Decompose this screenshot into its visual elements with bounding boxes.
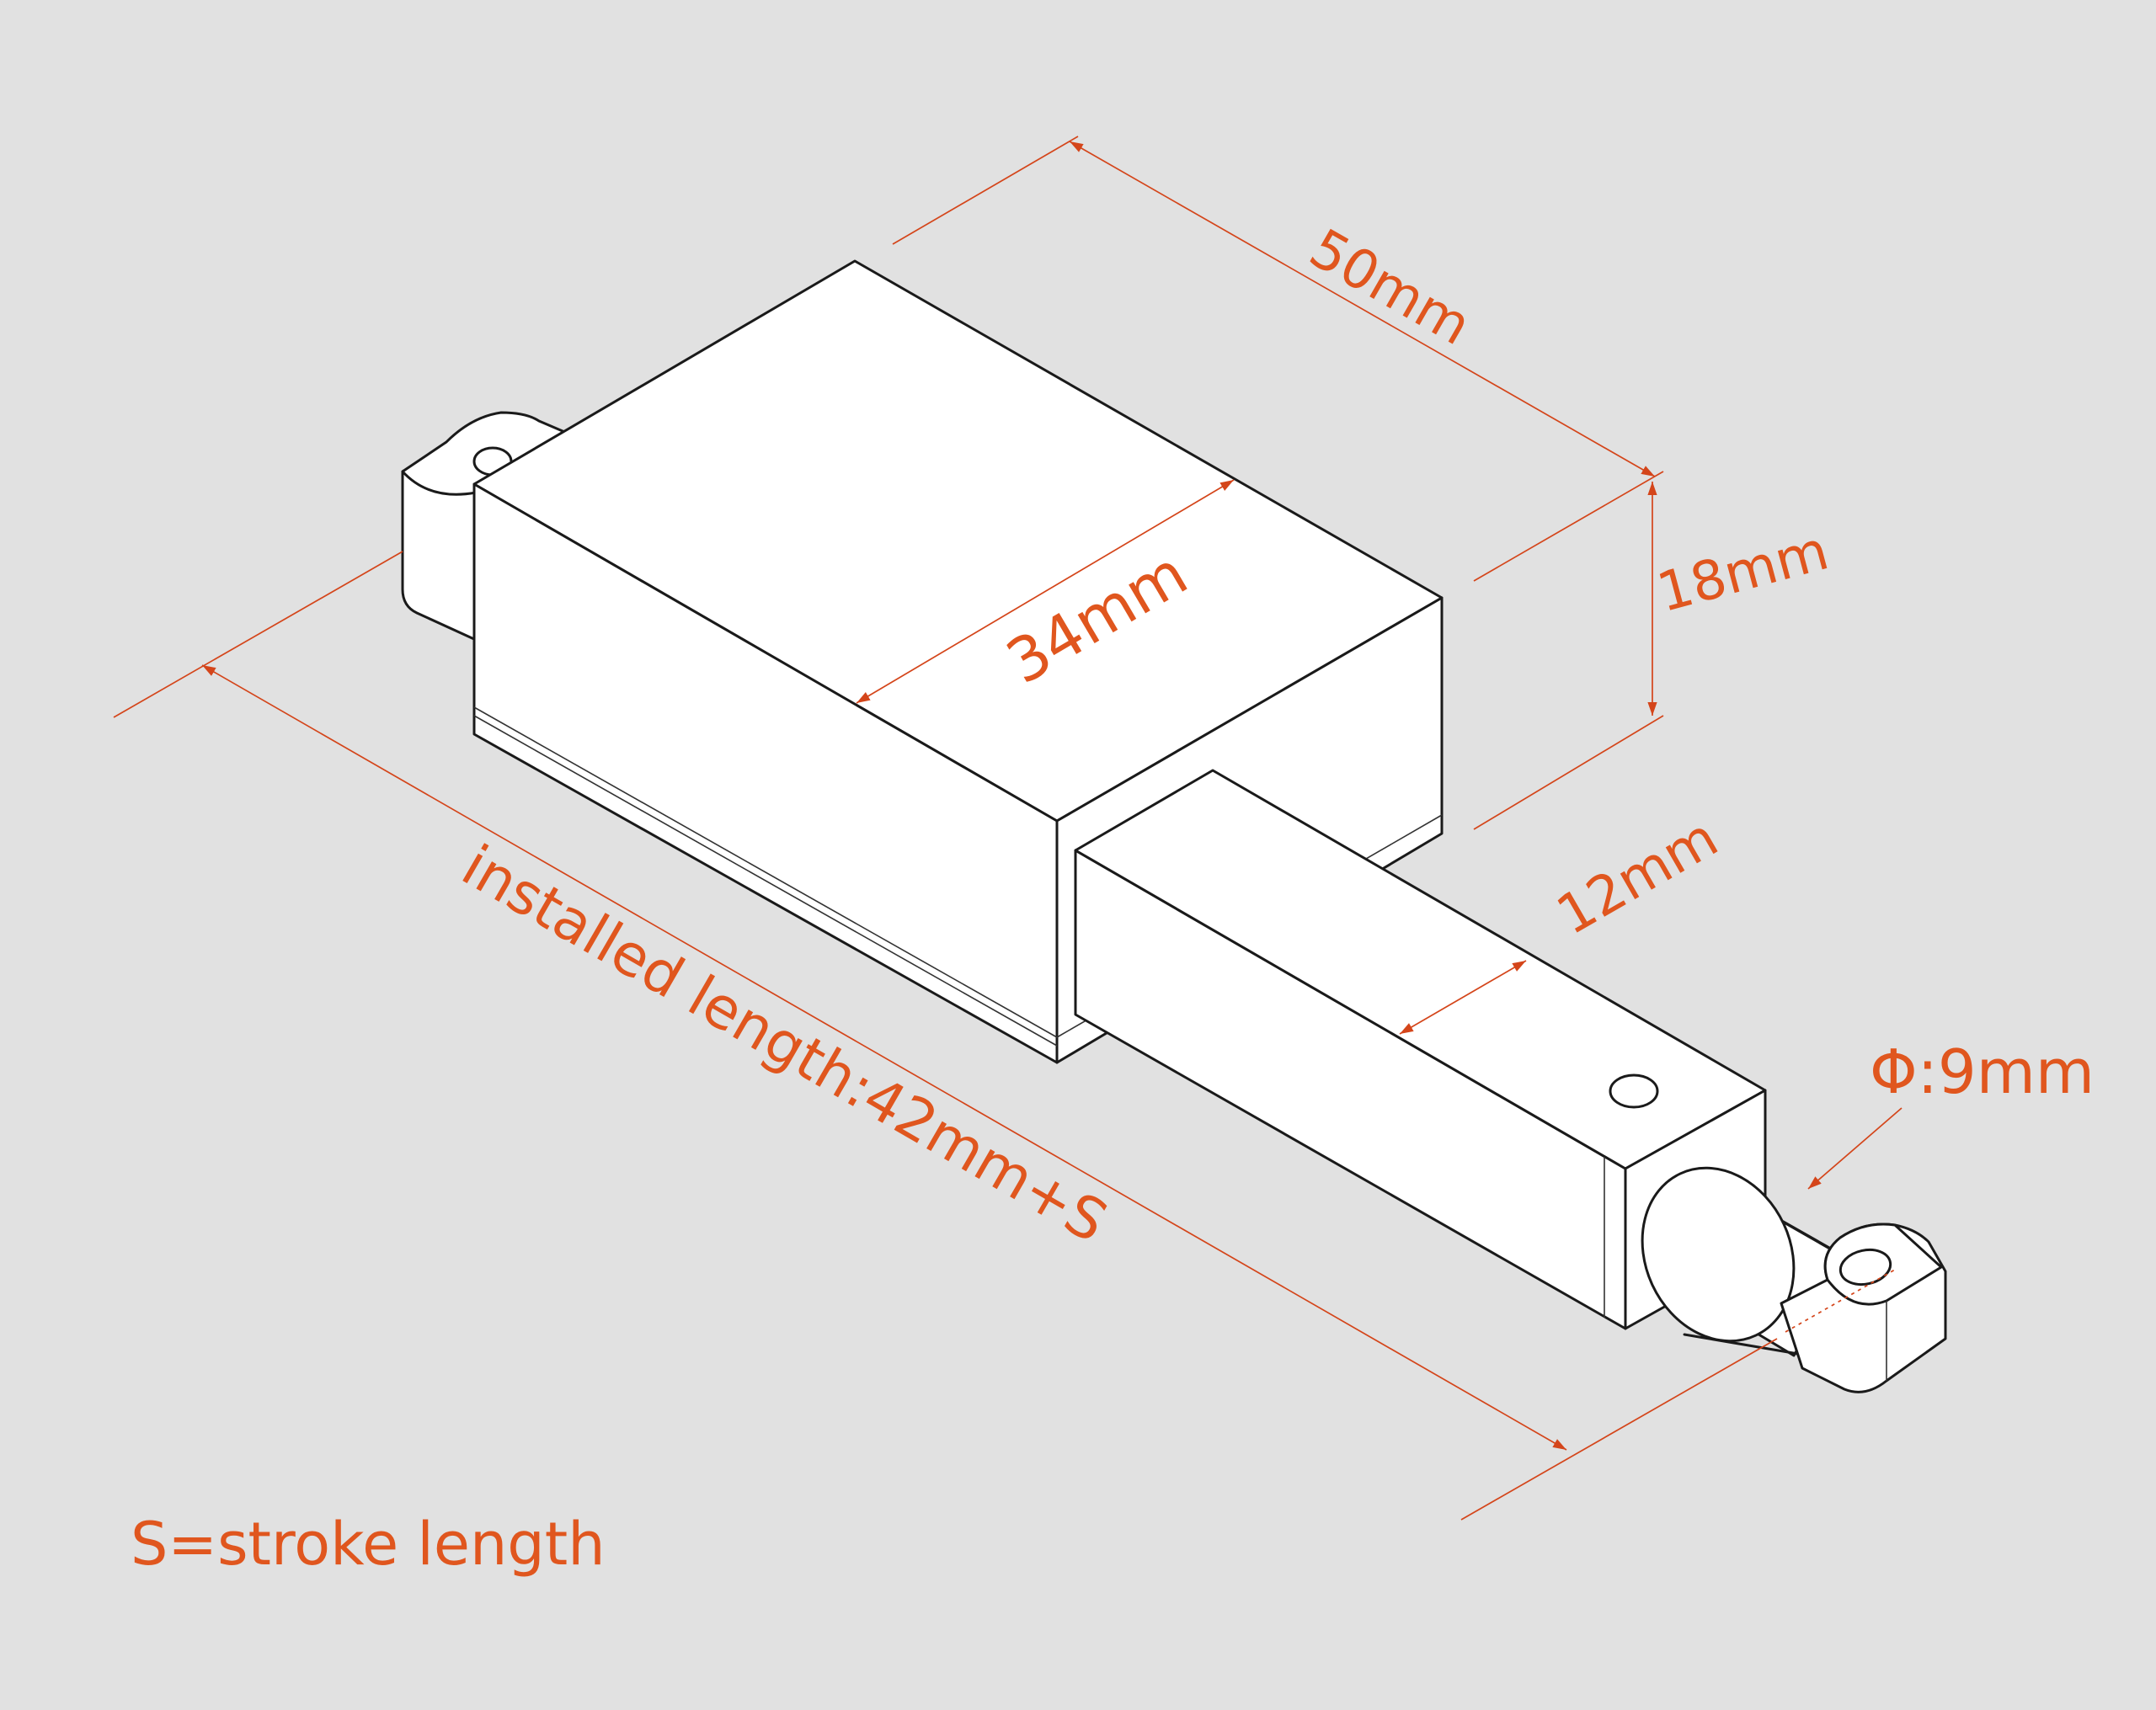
rod-eye	[1780, 1223, 1947, 1393]
rod-eye-hole	[1838, 1248, 1892, 1286]
rear-mount-tab	[401, 411, 570, 642]
dimension-rod-diameter: Φ:9mm	[1807, 1036, 2095, 1190]
rod-diameter-label: Φ:9mm	[1870, 1036, 2095, 1107]
dimension-height: 18mm	[1473, 482, 1835, 830]
height-label: 18mm	[1651, 519, 1834, 625]
actuator	[401, 259, 1947, 1393]
stroke-length-note: S=stroke length	[131, 1510, 606, 1579]
shaft-end-circle	[1641, 1166, 1796, 1343]
rod-width-label: 12mm	[1547, 807, 1729, 947]
rod-hole	[1609, 1073, 1659, 1109]
